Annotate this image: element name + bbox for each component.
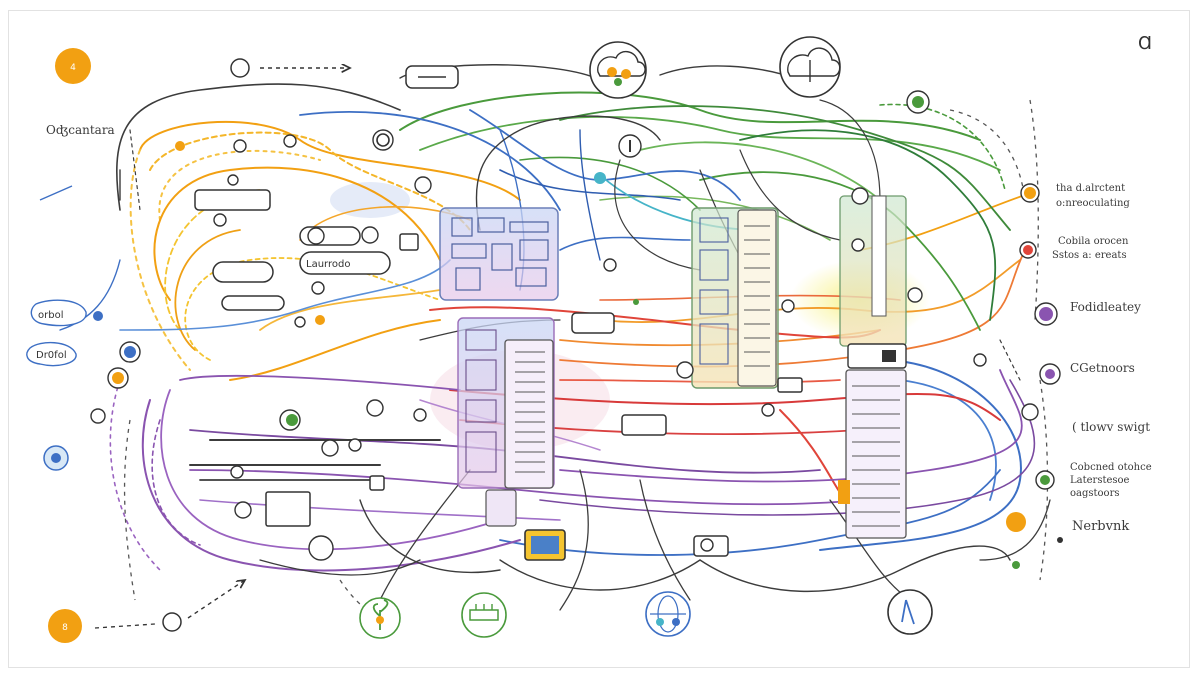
bottom-flow-arrow: 8 (48, 580, 245, 643)
label-right-6a: Cobcned otohce (1070, 462, 1152, 473)
server-rack-right-mid (839, 195, 907, 369)
gear-icon (376, 133, 390, 147)
mid-card (621, 414, 667, 436)
left-toggle-2 (221, 295, 285, 311)
badge-top-text: 4 (70, 63, 76, 73)
orange-badge-top (55, 48, 91, 84)
left-label-1: orbol (38, 310, 63, 321)
label-right-4: CGetnoors (1070, 361, 1135, 375)
purple-wire-bundle (109, 369, 1036, 572)
label-right-2b: Sstos a: ereats (1052, 250, 1127, 261)
label-right-5: ( tlowv swigt (1072, 420, 1151, 434)
label-right-1a: tha d.alrctent (1056, 183, 1126, 194)
laurrodo-node (299, 251, 391, 275)
cloud-icon (779, 36, 841, 98)
rack-slots (515, 351, 545, 473)
server-rack-left-bottom (457, 317, 555, 527)
label-top-left: Oʤcantara (46, 123, 115, 137)
label-right-7: Nerbvnk (1072, 519, 1130, 534)
badge-bottom-text: 8 (62, 623, 68, 633)
left-toggle-1 (212, 261, 274, 283)
chip-icon (461, 592, 507, 638)
left-bubbles (26, 185, 87, 367)
left-switch-1 (194, 189, 271, 211)
top-flow-arrow: 4 (55, 48, 459, 89)
label-right-3: Fodidleatey (1070, 300, 1141, 314)
coffee-icon (1040, 369, 1055, 485)
label-right-1b: o:nreoculating (1056, 198, 1130, 209)
node-circle (230, 58, 250, 78)
right-card (777, 377, 803, 393)
server-rack-left-top (439, 207, 559, 301)
user-icon (887, 589, 933, 635)
label-right-2a: Cobila orocen (1058, 236, 1129, 247)
label-right-6b: Laterstesoe (1070, 475, 1130, 486)
mid-switch (571, 312, 615, 334)
cloud-people-icon (589, 41, 647, 99)
server-rack-right-top (691, 207, 779, 389)
label-right-6c: oagstoors (1070, 488, 1120, 499)
orange-badge-bottom (48, 609, 82, 643)
plant-icon (359, 597, 401, 639)
lower-left-device (265, 491, 311, 527)
top-right-glyph: Ɑ (1138, 33, 1152, 54)
left-label-2: Dr0fol (36, 350, 67, 361)
dark-wire-bundle (116, 64, 1051, 611)
colored-nodes (43, 96, 1063, 569)
globe-icon (645, 591, 691, 637)
server-rack-right-bottom (838, 369, 907, 539)
inner-label: Laurrodo (306, 259, 350, 270)
